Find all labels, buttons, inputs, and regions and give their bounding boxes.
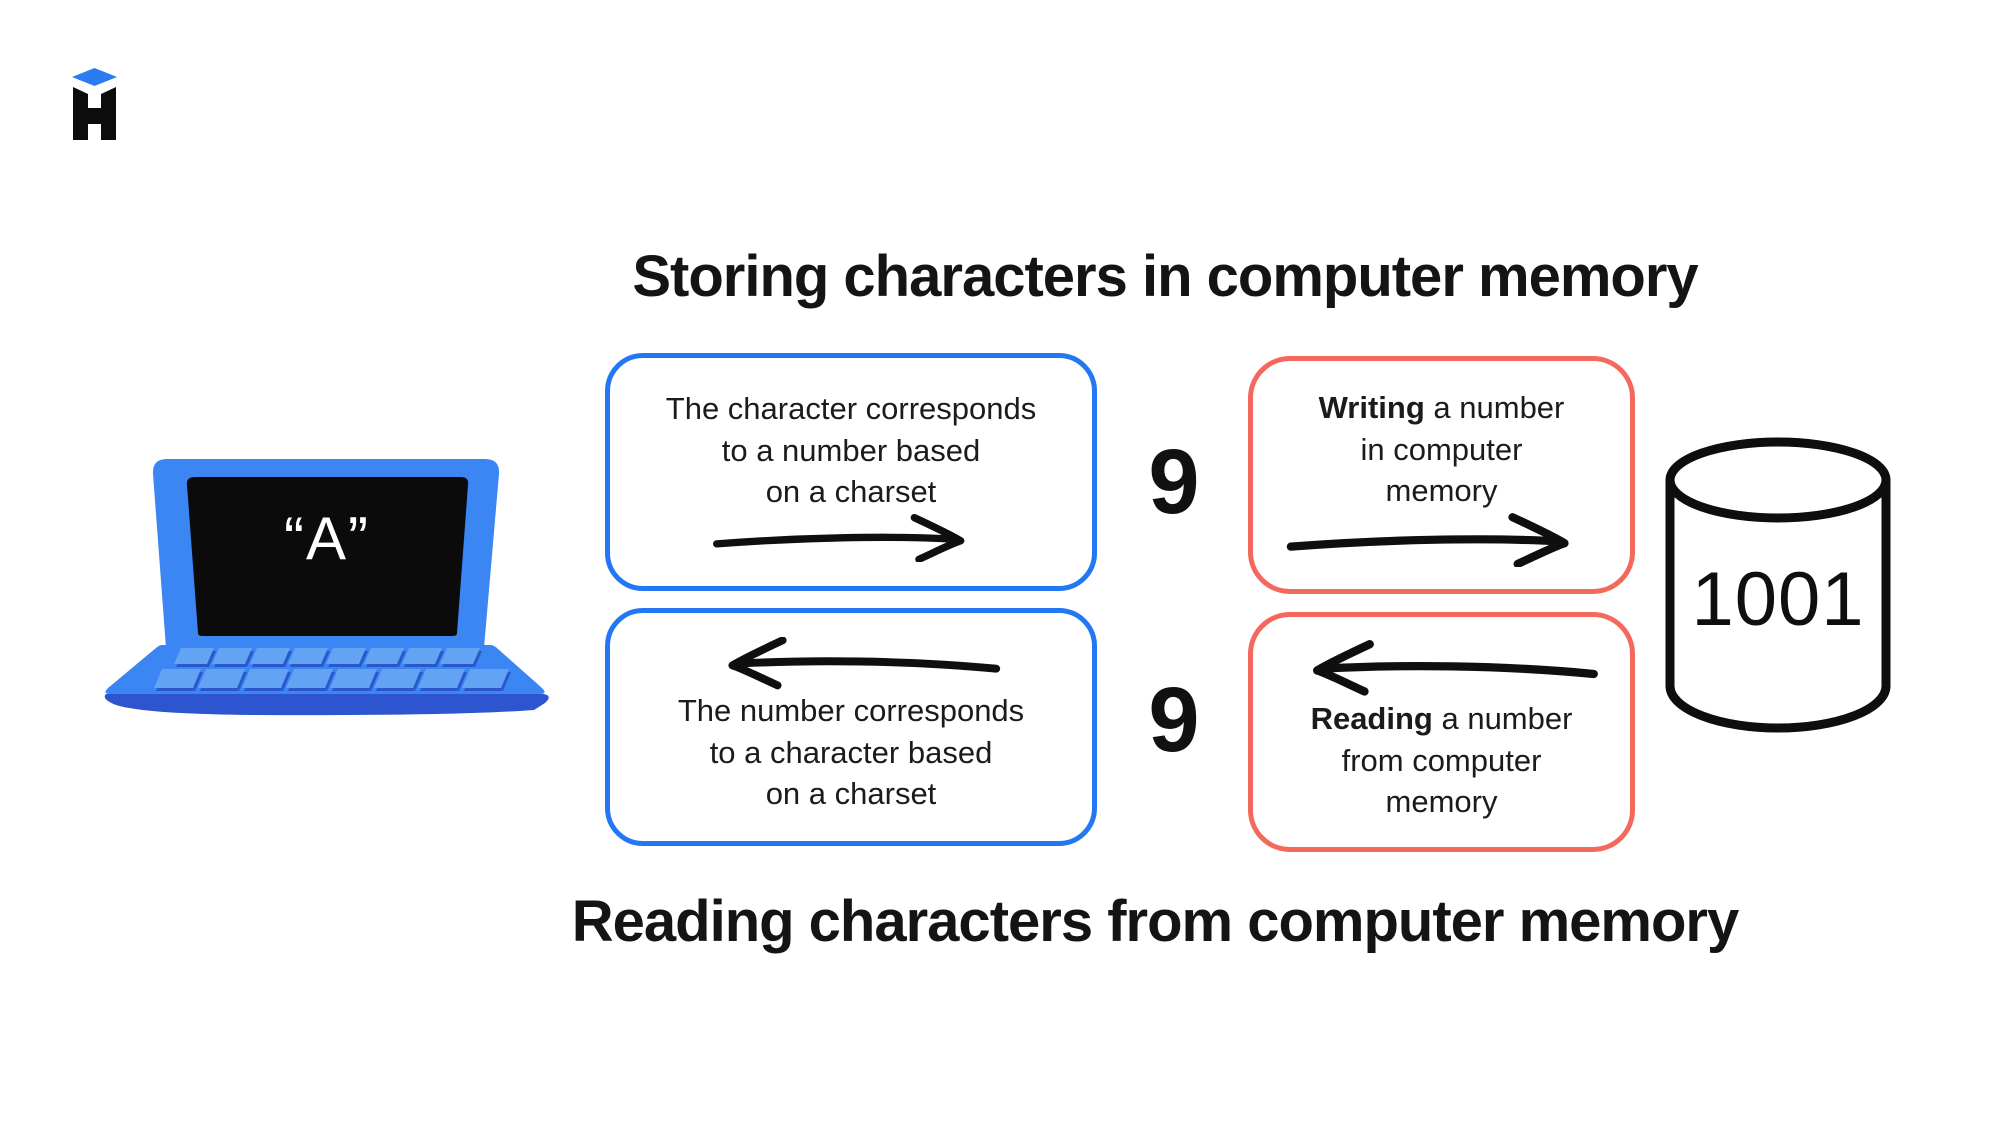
- top-title: Storing characters in computer memory: [632, 244, 1698, 309]
- laptop-base: [104, 694, 549, 716]
- reading-box: Reading a number from computer memory: [1248, 612, 1635, 852]
- laptop-screen-text: “A”: [284, 505, 370, 572]
- number-to-char-box: The number corresponds to a character ba…: [605, 608, 1097, 846]
- number-to-char-text: The number corresponds to a character ba…: [677, 693, 1025, 812]
- database-cylinder-icon: [1665, 437, 1891, 733]
- char-to-number-text: The character corresponds to a number ba…: [665, 391, 1037, 510]
- logo-h-right-bar: [101, 87, 116, 140]
- logo-h-left-bar: [73, 87, 88, 140]
- number-nine-bottom: 9: [1148, 669, 1200, 771]
- laptop-screen: [186, 477, 469, 636]
- reading-text: Reading a number from computer memory: [1310, 701, 1573, 820]
- number-nine-top: 9: [1148, 431, 1200, 533]
- logo-h-crossbar: [87, 108, 102, 124]
- laptop-illustration: “A”: [92, 448, 562, 728]
- arrow-left-icon: [728, 637, 1001, 690]
- arrow-left-icon: [1313, 640, 1598, 696]
- logo-diamond-icon: [72, 68, 117, 86]
- laptop-icon: [104, 459, 549, 716]
- writing-text: Writing a number in computer memory: [1318, 390, 1565, 509]
- char-to-number-box: The character corresponds to a number ba…: [605, 353, 1097, 591]
- hyperskill-logo-icon: [72, 68, 117, 140]
- memory-cylinder: 1001: [1660, 434, 1896, 734]
- arrow-right-icon: [1286, 512, 1569, 567]
- bottom-title: Reading characters from computer memory: [571, 889, 1739, 954]
- arrow-right-icon: [713, 513, 965, 562]
- memory-value: 1001: [1691, 557, 1865, 642]
- writing-box: Writing a number in computer memory: [1248, 356, 1635, 594]
